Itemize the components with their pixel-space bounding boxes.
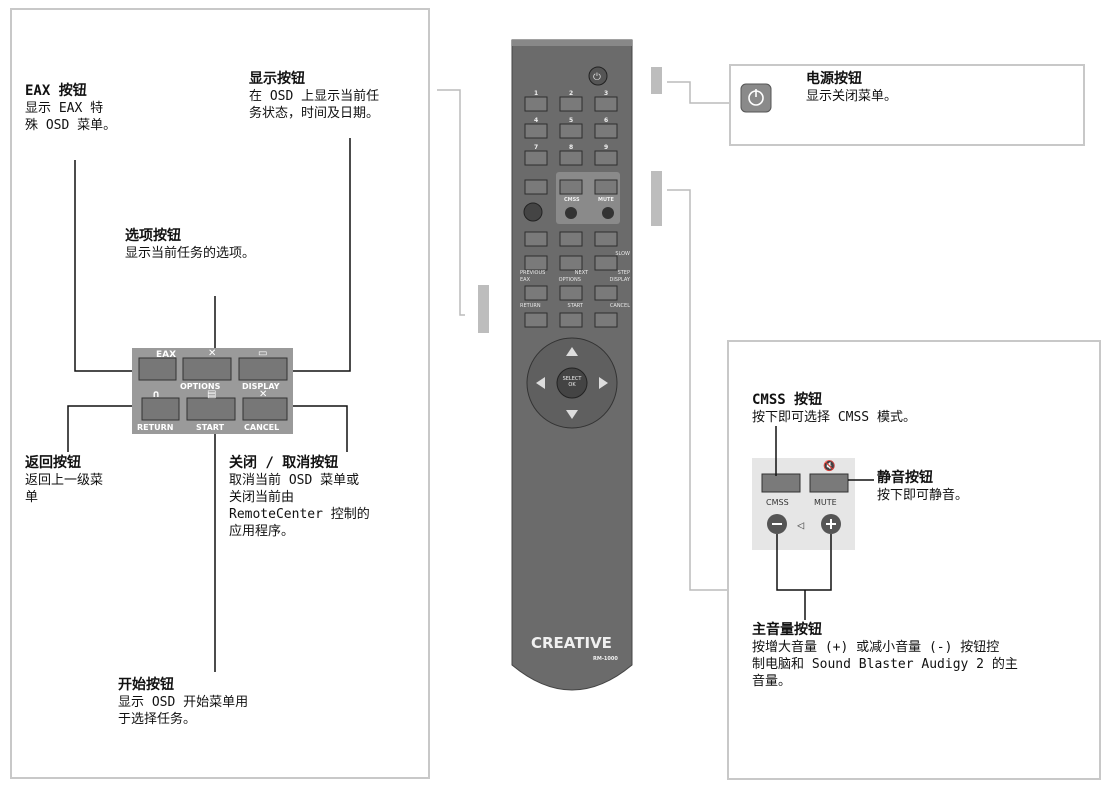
svg-text:9: 9 (604, 144, 608, 151)
zoom-label-cmss: CMSS (766, 498, 789, 507)
display-desc: 在 OSD 上显示当前任 务状态，时间及日期。 (249, 89, 380, 121)
power-callout: 电源按钮 显示关闭菜单。 (806, 71, 897, 105)
power-title: 电源按钮 (806, 71, 862, 87)
power-callout-panel (729, 64, 1085, 146)
mute-title: 静音按钮 (877, 470, 933, 486)
volume-title: 主音量按钮 (752, 622, 822, 638)
remote-label-options: OPTIONS (558, 277, 581, 283)
start-desc: 显示 OSD 开始菜单用 于选择任务。 (118, 695, 249, 727)
svg-text:◁: ◁ (796, 518, 804, 532)
svg-text:8: 8 (569, 144, 573, 151)
eax-callout: EAX 按钮 显示 EAX 特 殊 OSD 菜单。 (25, 83, 116, 134)
remote-label-ok: OK (568, 382, 576, 388)
svg-text:7: 7 (534, 144, 538, 151)
right-callout-panel (727, 340, 1101, 780)
options-title: 选项按钮 (125, 228, 181, 244)
svg-text:3: 3 (604, 90, 608, 97)
return-desc: 返回上一级菜 单 (25, 473, 104, 505)
svg-text:MUTE: MUTE (598, 197, 614, 203)
display-callout: 显示按钮 在 OSD 上显示当前任 务状态，时间及日期。 (249, 71, 379, 122)
svg-text:▤: ▤ (207, 389, 216, 400)
zoom-label-display: DISPLAY (242, 382, 280, 391)
left-zoom-button-panel: EAX ✕ ▭ OPTIONS DISPLAY ∩ ▤ ✕ RETURN STA… (132, 348, 293, 434)
remote-label-previous: PREVIOUS (520, 270, 546, 276)
svg-text:5: 5 (569, 117, 573, 124)
svg-text:6: 6 (604, 117, 608, 124)
start-callout: 开始按钮 显示 OSD 开始菜单用 于选择任务。 (118, 677, 248, 728)
remote-label-start: START (567, 303, 583, 309)
options-callout: 选项按钮 显示当前任务的选项。 (125, 228, 255, 262)
cmss-desc: 按下即可选择 CMSS 模式。 (752, 410, 916, 425)
right-zoom-button-panel: 🔇 CMSS MUTE ◁ (752, 458, 855, 550)
cancel-callout: 关闭 / 取消按钮 取消当前 OSD 菜单或 关闭当前由 RemoteCente… (229, 455, 370, 540)
cmss-callout: CMSS 按钮 按下即可选择 CMSS 模式。 (752, 392, 916, 426)
mute-desc: 按下即可静音。 (877, 488, 969, 503)
return-title: 返回按钮 (25, 455, 81, 471)
zoom-label-mute: MUTE (814, 498, 837, 507)
remote-label-step: STEP (617, 270, 630, 276)
svg-text:4: 4 (534, 117, 538, 124)
cmss-title: CMSS 按钮 (752, 392, 823, 408)
zoom-label-return: RETURN (137, 423, 173, 432)
svg-text:✕: ✕ (208, 348, 216, 359)
volume-callout: 主音量按钮 按增大音量 (+) 或减小音量 (-) 按钮控 制电脑和 Sound… (752, 622, 1018, 690)
cancel-desc: 取消当前 OSD 菜单或 关闭当前由 RemoteCenter 控制的 应用程序… (229, 473, 370, 539)
svg-text:1: 1 (534, 90, 538, 97)
zoom-label-options: OPTIONS (180, 382, 221, 391)
eax-title: EAX 按钮 (25, 83, 87, 99)
display-title: 显示按钮 (249, 71, 305, 87)
volume-desc: 按增大音量 (+) 或减小音量 (-) 按钮控 制电脑和 Sound Blast… (752, 640, 1018, 689)
remote-label-eax: EAX (520, 277, 531, 283)
remote-control: ⏻ 1 2 3 4 5 6 7 8 9 CMSS MUTE (511, 39, 633, 691)
remote-select-ok: SELECT OK (560, 376, 584, 388)
start-title: 开始按钮 (118, 677, 174, 693)
svg-text:✕: ✕ (259, 389, 267, 400)
zoom-label-eax: EAX (156, 350, 176, 360)
remote-model: RM-1000 (593, 656, 618, 662)
svg-text:▭: ▭ (258, 348, 267, 359)
return-callout: 返回按钮 返回上一级菜 单 (25, 455, 103, 506)
eax-desc: 显示 EAX 特 殊 OSD 菜单。 (25, 101, 117, 133)
mute-callout: 静音按钮 按下即可静音。 (877, 470, 968, 504)
zoom-label-start: START (196, 423, 225, 432)
cancel-title: 关闭 / 取消按钮 (229, 455, 339, 471)
remote-extra-labels: PREVIOUS NEXT STEP EAX OPTIONS DISPLAY R… (520, 228, 630, 309)
svg-text:🔇: 🔇 (823, 459, 835, 472)
remote-label-return: RETURN (520, 303, 541, 309)
svg-text:∩: ∩ (152, 389, 160, 400)
remote-label-next: NEXT (574, 270, 589, 276)
remote-label-display: DISPLAY (609, 277, 630, 283)
power-icon-box (740, 83, 772, 113)
zoom-label-cancel: CANCEL (244, 423, 279, 432)
remote-brand: CREATIVE (531, 634, 612, 652)
svg-text:⏻: ⏻ (593, 72, 601, 83)
remote-label-slow: SLOW (615, 251, 630, 257)
svg-text:2: 2 (569, 90, 573, 97)
power-desc: 显示关闭菜单。 (806, 89, 898, 104)
remote-label-select: SELECT (562, 376, 582, 382)
remote-label-cancel: CANCEL (609, 303, 630, 309)
options-desc: 显示当前任务的选项。 (125, 246, 256, 261)
svg-text:CMSS: CMSS (564, 197, 580, 203)
